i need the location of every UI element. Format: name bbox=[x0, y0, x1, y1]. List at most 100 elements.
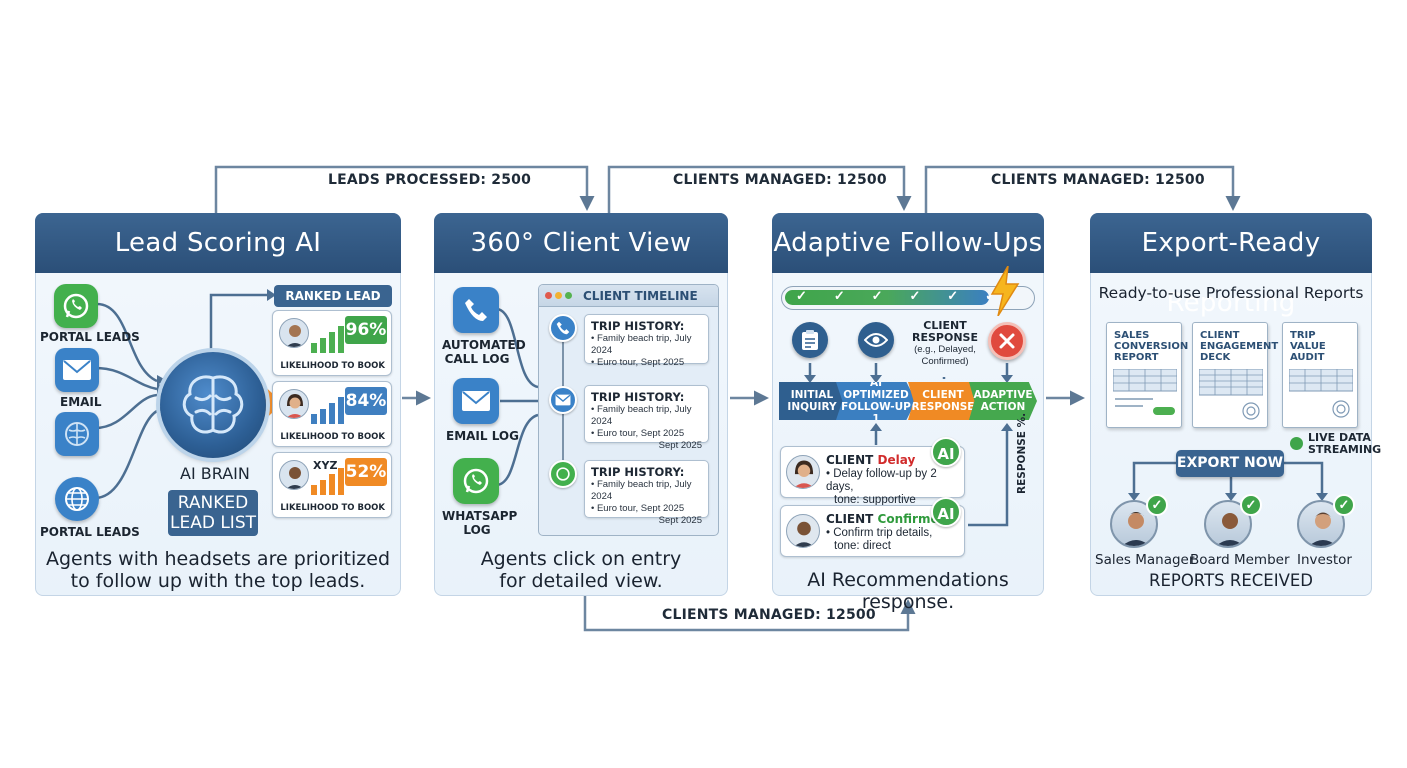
flow-top3-connector bbox=[924, 165, 1241, 213]
label-line: WHATSAPP bbox=[442, 509, 518, 523]
phone-icon bbox=[453, 287, 499, 333]
trip-title: TRIP HISTORY: bbox=[591, 319, 685, 333]
caption-line: Agents click on entry bbox=[480, 548, 682, 570]
lead-score-label: LIKELIHOOD TO BOOK bbox=[280, 503, 385, 513]
role-sales-manager: Sales Manager bbox=[1095, 552, 1195, 568]
check-icon: ✓ bbox=[985, 288, 996, 303]
label-line: LOG bbox=[463, 523, 491, 537]
likelihood-bars bbox=[311, 468, 344, 495]
role-board-member: Board Member bbox=[1190, 552, 1290, 568]
check-icon: ✓ bbox=[1146, 494, 1168, 516]
recommendation-body: • Confirm trip details, tone: direct bbox=[826, 527, 932, 553]
panel1-caption: Agents with headsets are prioritized to … bbox=[40, 548, 396, 592]
trip-line: • Family beach trip, July 2024 bbox=[591, 333, 692, 356]
doc-line: REPORT bbox=[1114, 352, 1159, 363]
ai-badge: AI bbox=[931, 497, 961, 527]
lead-score: 84% bbox=[345, 387, 387, 415]
whatsapp-icon bbox=[549, 460, 577, 488]
window-dot bbox=[565, 292, 572, 299]
whatsapp-icon bbox=[54, 284, 98, 328]
trip-history-card[interactable]: TRIP HISTORY: • Family beach trip, July … bbox=[584, 385, 709, 451]
email-icon bbox=[55, 348, 99, 392]
progress-checks: ✓✓✓✓✓✓ bbox=[796, 288, 996, 308]
step-line: INQUIRY bbox=[787, 401, 837, 413]
lead-card[interactable]: XYZ 52% LIKELIHOOD TO BOOK bbox=[272, 452, 392, 518]
caption-line: to follow up with the top leads. bbox=[70, 570, 366, 592]
live-line: STREAMING bbox=[1308, 443, 1382, 456]
step-line: FOLLOW-UP 1 bbox=[841, 401, 911, 425]
phone-icon bbox=[549, 314, 577, 342]
step-line: CLIENT bbox=[922, 389, 964, 401]
ranked-lead-list-box: RANKED LEAD LIST bbox=[168, 490, 258, 536]
ranked-line1: RANKED bbox=[177, 493, 249, 513]
panel3-caption: AI Recommendations response. bbox=[807, 569, 1009, 613]
panel-title: Adaptive Follow-Ups bbox=[772, 213, 1044, 273]
body-line: • Confirm trip details, bbox=[826, 527, 933, 539]
check-icon: ✓ bbox=[909, 288, 921, 303]
recommendation-card[interactable]: CLIENT Confirmed • Confirm trip details,… bbox=[780, 505, 965, 557]
panel-title: Lead Scoring AI bbox=[35, 213, 401, 273]
doc-line: DECK bbox=[1200, 352, 1231, 363]
check-icon: ✓ bbox=[871, 288, 883, 303]
step-line: ADAPTIVE bbox=[973, 389, 1033, 401]
doc-line: AUDIT bbox=[1290, 352, 1325, 363]
avatar bbox=[279, 460, 309, 490]
trip-line: • Euro tour, Sept 2025 bbox=[591, 503, 685, 514]
source-label-email: EMAIL bbox=[60, 395, 102, 409]
trip-line: • Euro tour, Sept 2025 bbox=[591, 357, 685, 368]
avatar-investor bbox=[1297, 500, 1345, 548]
flow-top2-connector bbox=[607, 165, 912, 213]
lead-score-label: LIKELIHOOD TO BOOK bbox=[280, 361, 385, 371]
timeline-title: CLIENT TIMELINE bbox=[583, 289, 698, 303]
live-status-dot bbox=[1290, 437, 1303, 450]
trip-history-card[interactable]: TRIP HISTORY: • Family beach trip, July … bbox=[584, 314, 709, 368]
body-line: • Delay follow-up by 2 days, bbox=[826, 468, 937, 493]
window-dot bbox=[555, 292, 562, 299]
ai-badge: AI bbox=[931, 437, 961, 467]
caption-line: for detailed view. bbox=[499, 570, 663, 592]
check-icon: ✓ bbox=[947, 288, 959, 303]
source-label-portal-leads-2: PORTAL LEADS bbox=[40, 525, 140, 539]
lead-score-label: LIKELIHOOD TO BOOK bbox=[280, 432, 385, 442]
body-line: tone: direct bbox=[834, 540, 891, 552]
label-line: RESPONSE bbox=[912, 331, 978, 344]
flow-top1-connector bbox=[214, 165, 595, 213]
doc-line: SALES bbox=[1114, 330, 1150, 341]
flow-label-clients-managed-1: CLIENTS MANAGED: 12500 bbox=[673, 172, 887, 188]
reports-subtitle: Ready-to-use Professional Reports bbox=[1098, 284, 1364, 302]
lightning-icon bbox=[990, 266, 1020, 316]
globe-icon bbox=[55, 477, 99, 521]
trip-line: • Euro tour, Sept 2025 bbox=[591, 428, 685, 439]
lead-card[interactable]: 84% LIKELIHOOD TO BOOK bbox=[272, 381, 392, 447]
email-icon bbox=[453, 378, 499, 424]
source-label-portal-leads: PORTAL LEADS bbox=[40, 330, 140, 344]
avatar bbox=[279, 389, 309, 419]
export-lines bbox=[1128, 461, 1328, 501]
lead-card[interactable]: 96% LIKELIHOOD TO BOOK bbox=[272, 310, 392, 376]
avatar bbox=[786, 455, 820, 489]
ranked-line2: LEAD LIST bbox=[170, 513, 256, 533]
avatar-sales-manager bbox=[1110, 500, 1158, 548]
trip-title: TRIP HISTORY: bbox=[591, 390, 685, 404]
label-line: (e.g., Delayed, bbox=[914, 344, 976, 355]
progress-fill bbox=[785, 290, 989, 305]
live-data-label: LIVE DATA STREAMING bbox=[1308, 432, 1381, 456]
check-icon: ✓ bbox=[1240, 494, 1262, 516]
body-line: tone: supportive bbox=[834, 494, 916, 506]
source-label-call-log: AUTOMATED CALL LOG bbox=[442, 338, 526, 366]
recommendation-heading: CLIENT Confirmed bbox=[826, 512, 947, 526]
window-dot bbox=[545, 292, 552, 299]
trip-history-card[interactable]: TRIP HISTORY: • Family beach trip, July … bbox=[584, 460, 709, 526]
export-now-button[interactable]: EXPORT NOW bbox=[1176, 450, 1284, 477]
label-line: AUTOMATED bbox=[442, 338, 526, 352]
client-response-label: CLIENT RESPONSE (e.g., Delayed, Confirme… bbox=[910, 320, 980, 368]
ai-brain-node bbox=[160, 352, 266, 458]
cross-icon bbox=[988, 322, 1026, 360]
